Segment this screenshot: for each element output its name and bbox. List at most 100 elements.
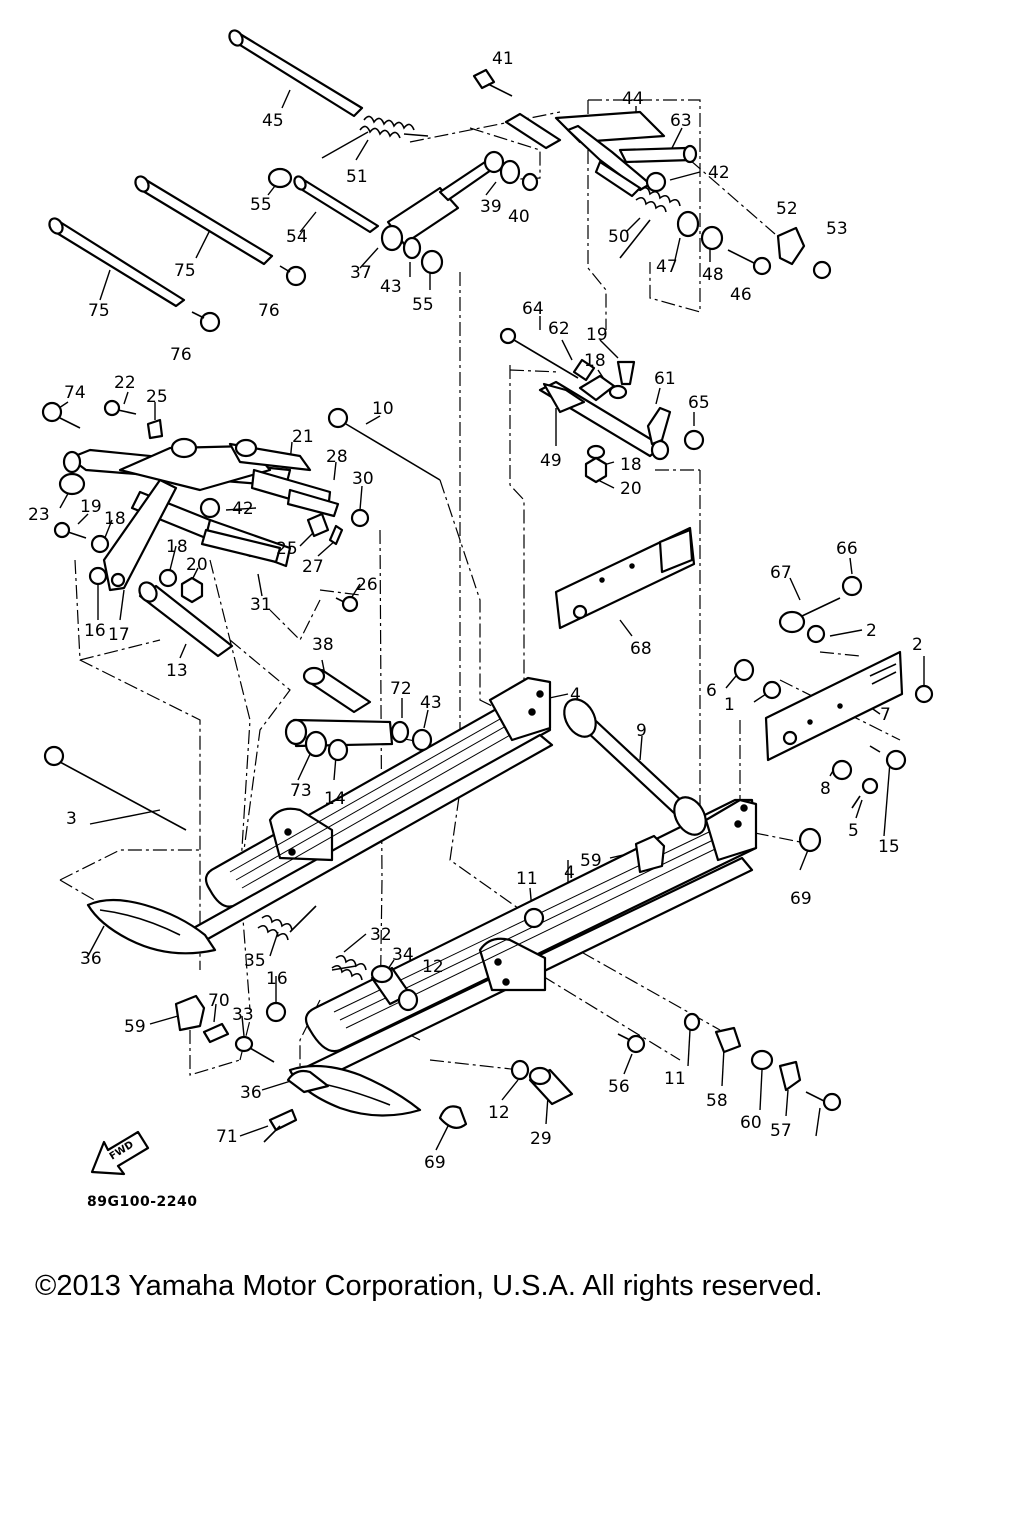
nut-20-left [180,576,204,604]
collar-23 [58,472,86,496]
callout-3: 68 [630,639,652,659]
nut-20-right [584,456,608,484]
callout-18-mid: 18 [166,537,188,557]
callout-42-left: 42 [232,499,254,519]
nut-53 [812,260,832,280]
bolt-8 [851,777,879,809]
rod-28 [286,488,340,518]
lever-61 [646,406,672,446]
callout-22: 22 [114,373,136,393]
callout-14: 3 [66,809,77,829]
callout-29: 56 [608,1077,630,1097]
callout-55-mid: 55 [412,295,434,315]
sleeve-38 [284,718,410,748]
collar-39 [499,159,521,185]
bolt-64 [499,327,579,379]
washer-6 [762,680,782,700]
callout-41: 41 [492,49,514,69]
collar-40 [521,172,539,192]
callout-62: 62 [548,319,570,339]
washer-30 [350,508,370,528]
bolt-57 [805,1091,842,1112]
callout-47: 47 [656,257,678,277]
document-code: 89G100-2240 [87,1194,198,1210]
callout-19-right: 19 [586,325,608,345]
callout-50: 50 [608,227,630,247]
rod-75-lower [48,217,186,308]
callout-56: 58 [706,1091,728,1111]
washer-18-mid [158,568,178,588]
washer-18-left [90,534,110,554]
collar-55-mid [420,249,444,275]
callout-74: 74 [64,383,86,403]
collar-34-upper [397,988,419,1012]
nut-68 [841,575,863,597]
callout-43-low: 43 [420,693,442,713]
callout-39: 39 [480,197,502,217]
callout-10: 10 [372,399,394,419]
callout-15-low: 69 [424,1153,446,1173]
callout-7: 6 [706,681,717,701]
callout-18-left: 18 [104,509,126,529]
callout-67-right: 2 [912,635,923,655]
bumper-69-right [634,834,666,874]
callout-76-lower: 76 [170,345,192,365]
callout-36: 35 [244,951,266,971]
callout-67: 2 [866,621,877,641]
cap-15-right [798,827,822,853]
callout-32: 34 [392,945,414,965]
spring-35 [331,954,367,981]
callout-69-left: 59 [124,1017,146,1037]
callout-9: 8 [820,779,831,799]
washer-59-low [683,1012,701,1032]
rod-54 [293,175,380,234]
bushing-43-top [402,236,422,260]
bolt-22 [103,399,137,417]
callout-42-top: 42 [708,163,730,183]
callout-1-lower: 4 [564,863,575,883]
cap-52 [776,226,806,266]
rod-75-upper [134,175,274,266]
collar-48 [700,225,724,251]
callout-55-top: 55 [250,195,272,215]
callout-1-upper: 4 [570,685,581,705]
spring-36 [257,905,317,941]
callout-53: 53 [826,219,848,239]
callout-69-right: 59 [580,851,602,871]
bolt-5 [869,745,907,771]
callout-63: 63 [670,111,692,131]
callout-71: 70 [208,991,230,1011]
callout-6: 1 [724,695,735,715]
callout-59-mid: 11 [516,869,538,889]
clip-60 [778,1060,802,1092]
callout-33: 29 [530,1129,552,1149]
callout-38: 72 [390,679,412,699]
collar-34-lower [510,1059,530,1081]
rod-45 [228,29,364,118]
callout-8: 5 [848,821,859,841]
callout-19-left: 19 [80,497,102,517]
screw-12 [263,1108,298,1143]
collar-42-top [645,171,667,193]
bolt-29 [617,1033,646,1054]
collar-73 [327,738,349,762]
spring-51 [359,115,429,139]
callout-61: 61 [654,369,676,389]
callout-25-top: 25 [146,387,168,407]
callout-27: 26 [356,575,378,595]
callout-11-lower: 36 [240,1083,262,1103]
washer-59-mid [523,907,545,929]
callout-20-right: 20 [620,479,642,499]
callout-26: 31 [250,595,272,615]
plate-2 [764,650,904,762]
plate-3 [554,526,696,630]
callout-75-upper: 75 [174,261,196,281]
rod-14 [43,745,187,831]
washer-18-right-top [608,384,628,400]
callout-4: 9 [636,721,647,741]
link-17 [102,478,178,592]
collar-47 [676,210,700,238]
callout-23: 23 [28,505,50,525]
callout-13: 13 [166,661,188,681]
